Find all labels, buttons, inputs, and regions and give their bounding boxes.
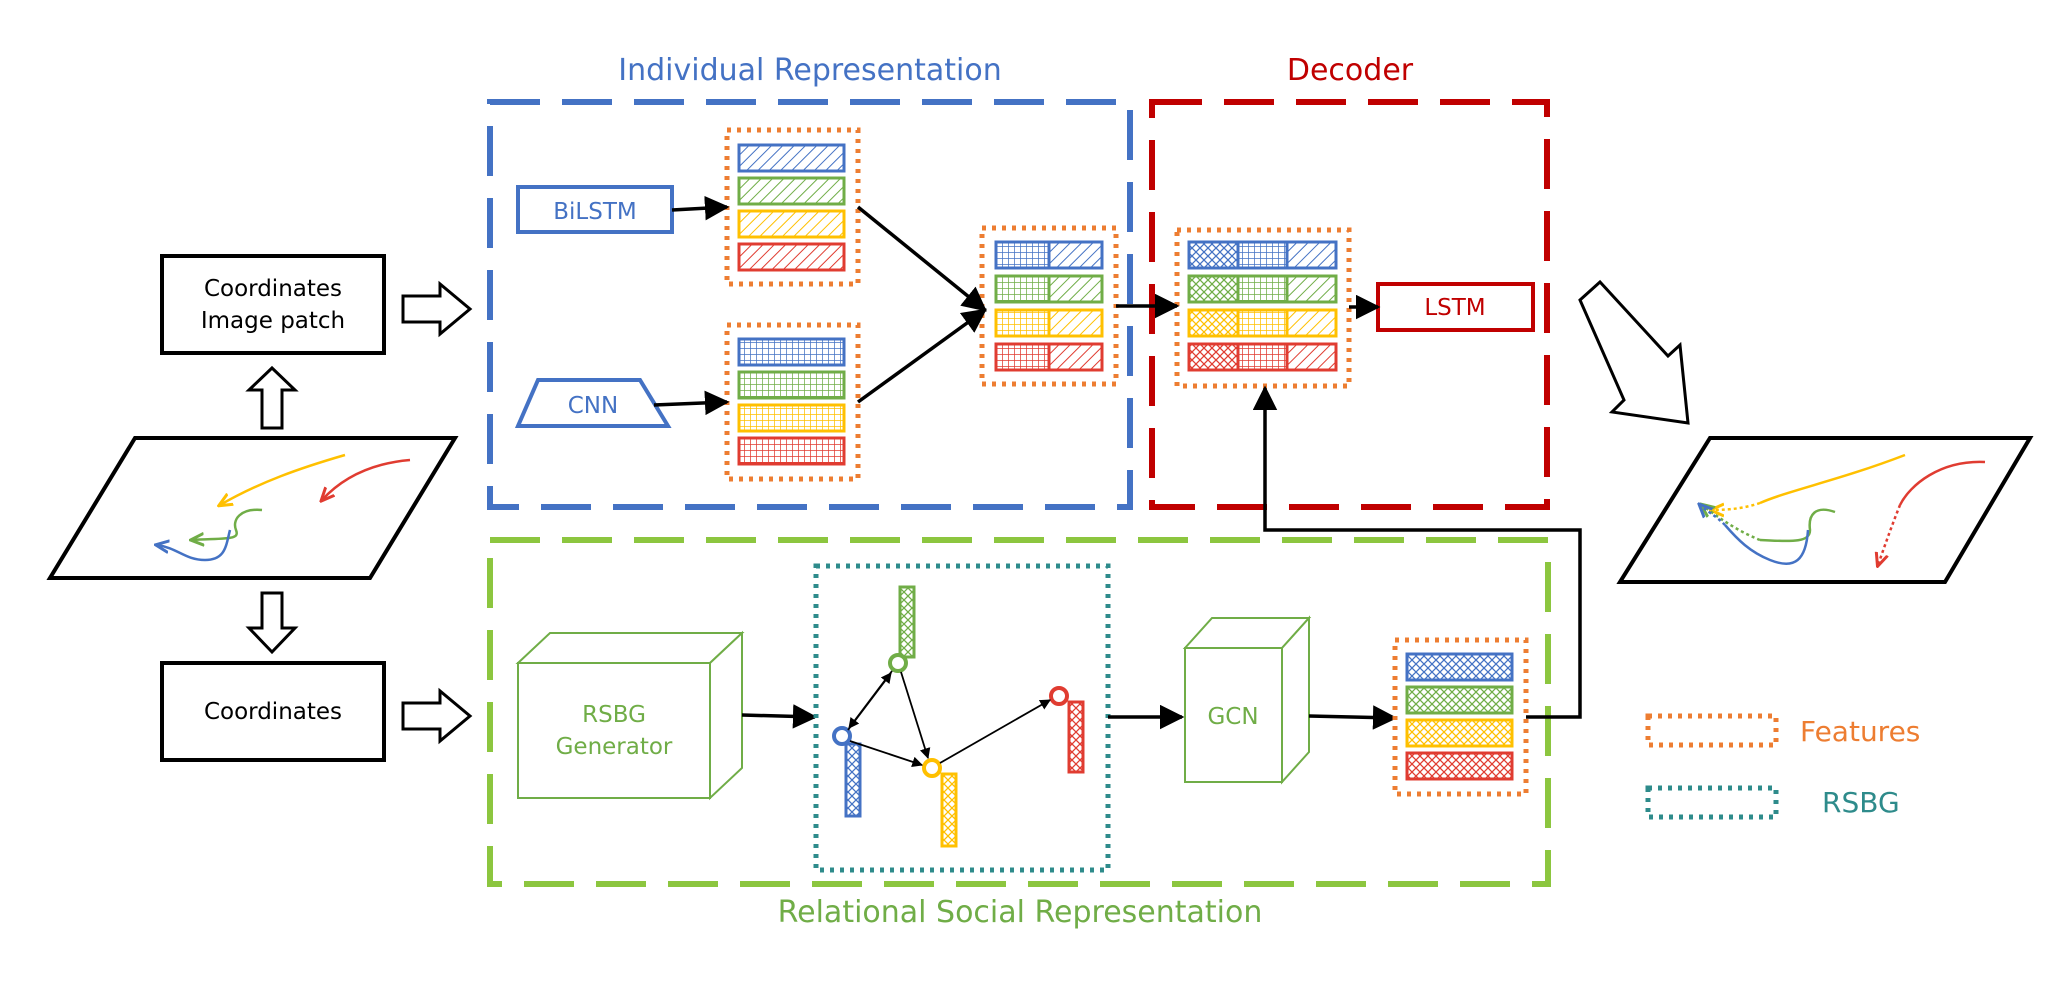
legend-features-label: Features <box>1800 715 1920 748</box>
concat-feature-red-diag <box>1047 342 1104 372</box>
concat-feature-blue-grid <box>994 240 1051 270</box>
cnn-label: CNN <box>568 393 618 419</box>
gcn-feature-red <box>1405 751 1514 781</box>
edge-blue-to-yellow <box>849 740 924 768</box>
input-scene-plane <box>46 436 459 580</box>
bilstm-feature-red <box>737 242 846 272</box>
gcn-feature-green <box>1405 685 1514 715</box>
decoder-feature-blue-cross <box>1187 240 1240 270</box>
lstm-label: LSTM <box>1424 295 1485 321</box>
decoder-feature-red-cross <box>1187 342 1240 372</box>
decoder-feature-green-cross <box>1187 274 1240 304</box>
input-trajectory-red <box>322 458 411 500</box>
arrow-rsbg-to-graph <box>741 704 818 729</box>
graph-bar-blue <box>844 742 862 818</box>
legend-features-swatch <box>1645 713 1779 748</box>
arrow-bilstm-features-to-concat <box>856 205 987 312</box>
coordinates-box <box>160 661 386 762</box>
bilstm-feature-blue <box>737 143 846 173</box>
rsbg-generator-label-line2: Generator <box>556 734 673 760</box>
relational-social-representation-title: Relational Social Representation <box>778 895 1263 930</box>
concat-feature-yellow-diag <box>1047 308 1104 338</box>
graph-node-green <box>888 653 908 673</box>
concat-feature-red-grid <box>994 342 1051 372</box>
bilstm-feature-green <box>737 176 846 206</box>
concat-feature-yellow-grid <box>994 308 1051 338</box>
decoder-feature-yellow-diag <box>1285 308 1338 338</box>
graph-bar-green <box>898 585 916 659</box>
decoder-feature-blue-diag <box>1285 240 1338 270</box>
coordinates-image-patch-label-line1: Coordinates <box>204 276 342 302</box>
concat-feature-green-diag <box>1047 274 1104 304</box>
arrow-cnn-features-to-concat <box>856 308 987 404</box>
individual-representation-region <box>487 99 1133 510</box>
decoder-feature-blue-grid <box>1236 240 1289 270</box>
coordinates-label: Coordinates <box>204 699 342 725</box>
hollow-arrow-right-top <box>401 280 473 338</box>
cnn-feature-red <box>737 436 846 466</box>
arrow-relational-to-decoder <box>1252 385 1582 719</box>
hollow-arrow-down <box>245 591 299 655</box>
hollow-arrow-diagonal-output <box>1578 279 1690 425</box>
hollow-arrow-up <box>245 365 299 430</box>
edge-yellow-to-red <box>939 699 1051 764</box>
output-trajectory-yellow-pred <box>1712 501 1761 510</box>
cnn-trapezoid <box>514 378 672 428</box>
arrow-bilstm-to-features <box>671 195 730 221</box>
hollow-arrow-right-bottom <box>401 687 473 745</box>
decoder-feature-green-diag <box>1285 274 1338 304</box>
rsbg-generator-label-line1: RSBG <box>582 702 646 728</box>
gcn-feature-blue <box>1405 652 1514 682</box>
input-trajectory-green <box>192 508 263 540</box>
cnn-feature-yellow <box>737 403 846 433</box>
bilstm-box <box>516 185 674 234</box>
graph-node-blue <box>832 726 852 746</box>
rsbg-generator-cube <box>515 630 745 801</box>
individual-representation-title: Individual Representation <box>618 53 1001 88</box>
decoder-feature-green-grid <box>1236 274 1289 304</box>
decoder-title: Decoder <box>1287 53 1414 88</box>
bilstm-feature-yellow <box>737 209 846 239</box>
coordinates-image-patch-label-line2: Image patch <box>201 308 345 334</box>
cnn-feature-blue <box>737 337 846 367</box>
input-trajectory-blue <box>157 529 232 562</box>
concat-feature-green-grid <box>994 274 1051 304</box>
decoder-feature-red-grid <box>1236 342 1289 372</box>
rsbg-graph-outline <box>813 563 1111 873</box>
output-trajectory-red <box>1898 460 1986 506</box>
edge-green-to-yellow <box>900 671 931 760</box>
decoder-feature-yellow-cross <box>1187 308 1240 338</box>
output-trajectory-blue-pred <box>1700 505 1726 526</box>
graph-bar-red <box>1067 700 1085 774</box>
bilstm-label: BiLSTM <box>553 199 636 225</box>
decoder-feature-yellow-grid <box>1236 308 1289 338</box>
coordinates-image-patch-box <box>160 254 386 355</box>
cnn-feature-green <box>737 370 846 400</box>
gcn-features-outline <box>1392 637 1529 797</box>
arrow-gcn-to-features <box>1308 705 1398 730</box>
gcn-cube <box>1182 615 1312 785</box>
gcn-feature-yellow <box>1405 718 1514 748</box>
graph-node-yellow <box>922 758 942 778</box>
concat-feature-blue-diag <box>1047 240 1104 270</box>
gcn-label: GCN <box>1207 704 1258 730</box>
output-trajectory-green <box>1759 508 1836 543</box>
graph-node-red <box>1049 686 1069 706</box>
edge-blue-to-green <box>847 672 892 731</box>
decoder-feature-red-diag <box>1285 342 1338 372</box>
legend-rsbg-label: RSBG <box>1822 786 1900 819</box>
input-trajectory-yellow <box>220 453 346 505</box>
arrow-cnn-to-features <box>653 390 730 416</box>
output-trajectory-yellow <box>1759 453 1906 505</box>
output-trajectory-red-pred <box>1878 504 1902 565</box>
legend-rsbg-swatch <box>1645 785 1779 820</box>
graph-bar-yellow <box>940 772 958 848</box>
relational-social-representation-region <box>487 537 1551 887</box>
output-trajectory-blue <box>1724 524 1810 565</box>
